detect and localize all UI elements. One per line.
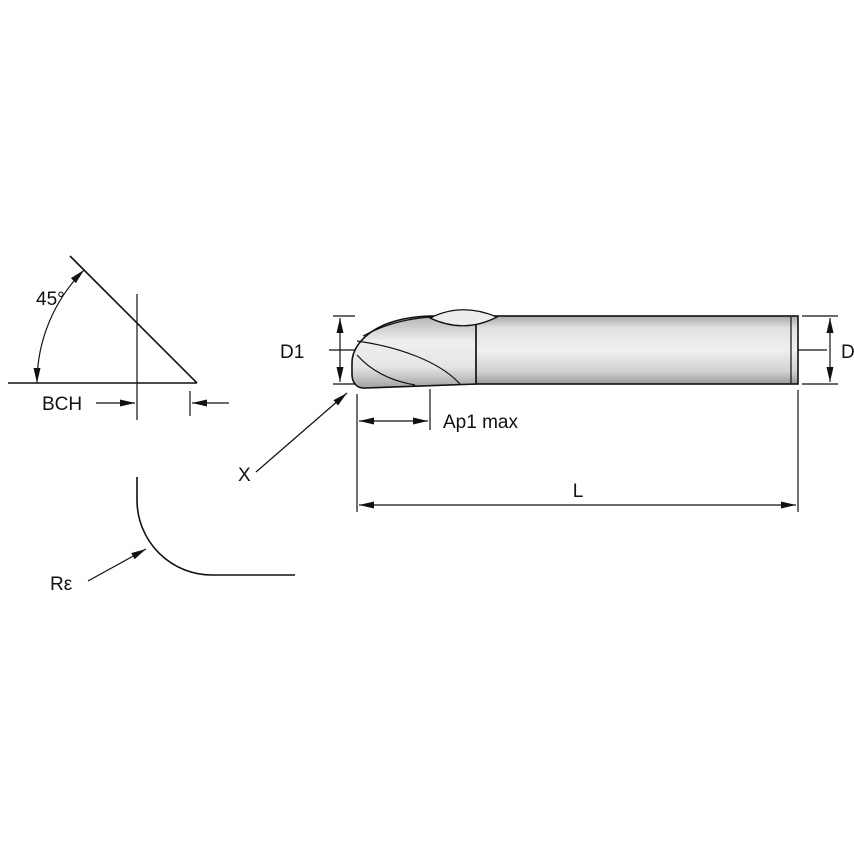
bch-label: BCH xyxy=(42,394,82,415)
chamfer-detail: 45° BCH xyxy=(8,255,229,420)
corner-radius-leader-arrow xyxy=(87,548,147,582)
chamfer-diagonal-line xyxy=(69,255,198,384)
corner-radius-profile xyxy=(136,477,295,576)
tool-shank xyxy=(472,315,799,385)
corner-radius-detail: Rε xyxy=(50,477,295,595)
tool-cutting-head xyxy=(351,315,477,389)
d1-dimension: D1 xyxy=(280,315,356,385)
flute-curve-main xyxy=(356,340,461,385)
chamfer-angle-label: 45° xyxy=(36,289,65,310)
x-leader-arrow xyxy=(255,392,348,473)
angle-arc-arrow xyxy=(33,269,85,384)
ap1-label: Ap1 max xyxy=(443,412,518,433)
flute-curve-upper xyxy=(362,316,434,337)
end-mill-view: D1 D Ap1 max L X xyxy=(238,309,854,512)
x-callout: X xyxy=(238,392,348,486)
l-label: L xyxy=(573,481,584,502)
bch-dimension: BCH xyxy=(42,391,229,416)
corner-radius-label: Rε xyxy=(50,574,73,595)
ap1-dimension: Ap1 max xyxy=(356,389,518,512)
flute-top-loop xyxy=(428,309,499,327)
d1-label: D1 xyxy=(280,342,304,363)
l-dimension: L xyxy=(359,390,799,512)
flute-curve-nose xyxy=(356,354,416,386)
x-label: X xyxy=(238,465,251,486)
d-label: D xyxy=(841,342,854,363)
d-dimension: D xyxy=(802,315,854,385)
